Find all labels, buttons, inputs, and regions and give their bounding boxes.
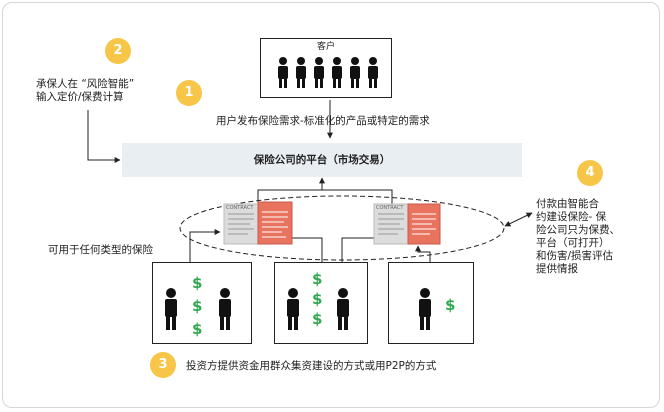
investor-group-3 <box>419 288 431 330</box>
dollar-icon: $ <box>192 320 203 338</box>
payment-double-arrow <box>504 212 533 227</box>
step-badge-1: 1 <box>176 80 202 106</box>
dollar-icon: $ <box>312 310 323 328</box>
investor-group-1 <box>165 288 231 330</box>
any-insurance-note: 可用于任何类型的保险 <box>48 244 153 256</box>
investor-3-arrow <box>415 245 431 262</box>
investor-2-arrow-b <box>341 235 381 262</box>
investors-note: 投资方提供资金用群众集资建设的方式或用P2P的方式 <box>186 360 437 372</box>
person-icon <box>368 57 378 88</box>
dollar-icon: $ <box>192 274 203 292</box>
person-icon <box>278 57 288 88</box>
payment-note: 付款由智能合 约建设保险- 保 险公司只为保费、 平台（可打开） 和伤害/损害评… <box>536 198 620 275</box>
investor-box-1: $ $ $ <box>152 262 252 344</box>
dollar-icon: $ <box>445 296 456 314</box>
underwriter-to-platform-arrow <box>87 110 121 163</box>
step-badge-3: 3 <box>150 352 176 378</box>
person-icon <box>314 57 324 88</box>
investor-1-arrow <box>189 229 221 262</box>
person-icon <box>165 288 177 330</box>
dollar-icon: $ <box>312 290 323 308</box>
investor-box-2: $ $ $ <box>274 262 368 344</box>
dollar-icon: $ <box>312 270 323 288</box>
person-icon <box>219 288 231 330</box>
person-icon <box>419 288 431 330</box>
frame-border <box>2 2 660 408</box>
contract-label-left: CONTRACT <box>226 205 254 211</box>
dollar-icon: $ <box>192 297 203 315</box>
contract-doc-left-gray <box>223 203 259 245</box>
contract-label-right: CONTRACT <box>376 205 404 211</box>
contract-doc-right-gray <box>373 203 409 245</box>
person-icon <box>337 288 349 330</box>
user-request-note: 用户发布保险需求-标准化的产品或特定的需求 <box>216 115 430 127</box>
person-icon <box>287 288 299 330</box>
contract-doc-right-red <box>407 203 441 245</box>
person-icon <box>350 57 360 88</box>
customer-people <box>278 57 378 88</box>
investor-box-3: $ <box>388 262 474 344</box>
contract-link-bracket <box>257 189 393 205</box>
person-icon <box>332 57 342 88</box>
underwriter-note: 承保人在 “风险智能” 输入定价/保费计算 <box>36 78 135 103</box>
step-badge-4: 4 <box>577 160 603 186</box>
customer-box: 客户 <box>260 38 392 98</box>
investor-group-2 <box>287 288 349 330</box>
platform-bar: 保险公司的平台（市场交易） <box>122 143 522 177</box>
person-icon <box>296 57 306 88</box>
contract-doc-left-red <box>257 201 293 245</box>
customer-label: 客户 <box>316 42 335 52</box>
step-badge-2: 2 <box>105 38 131 64</box>
